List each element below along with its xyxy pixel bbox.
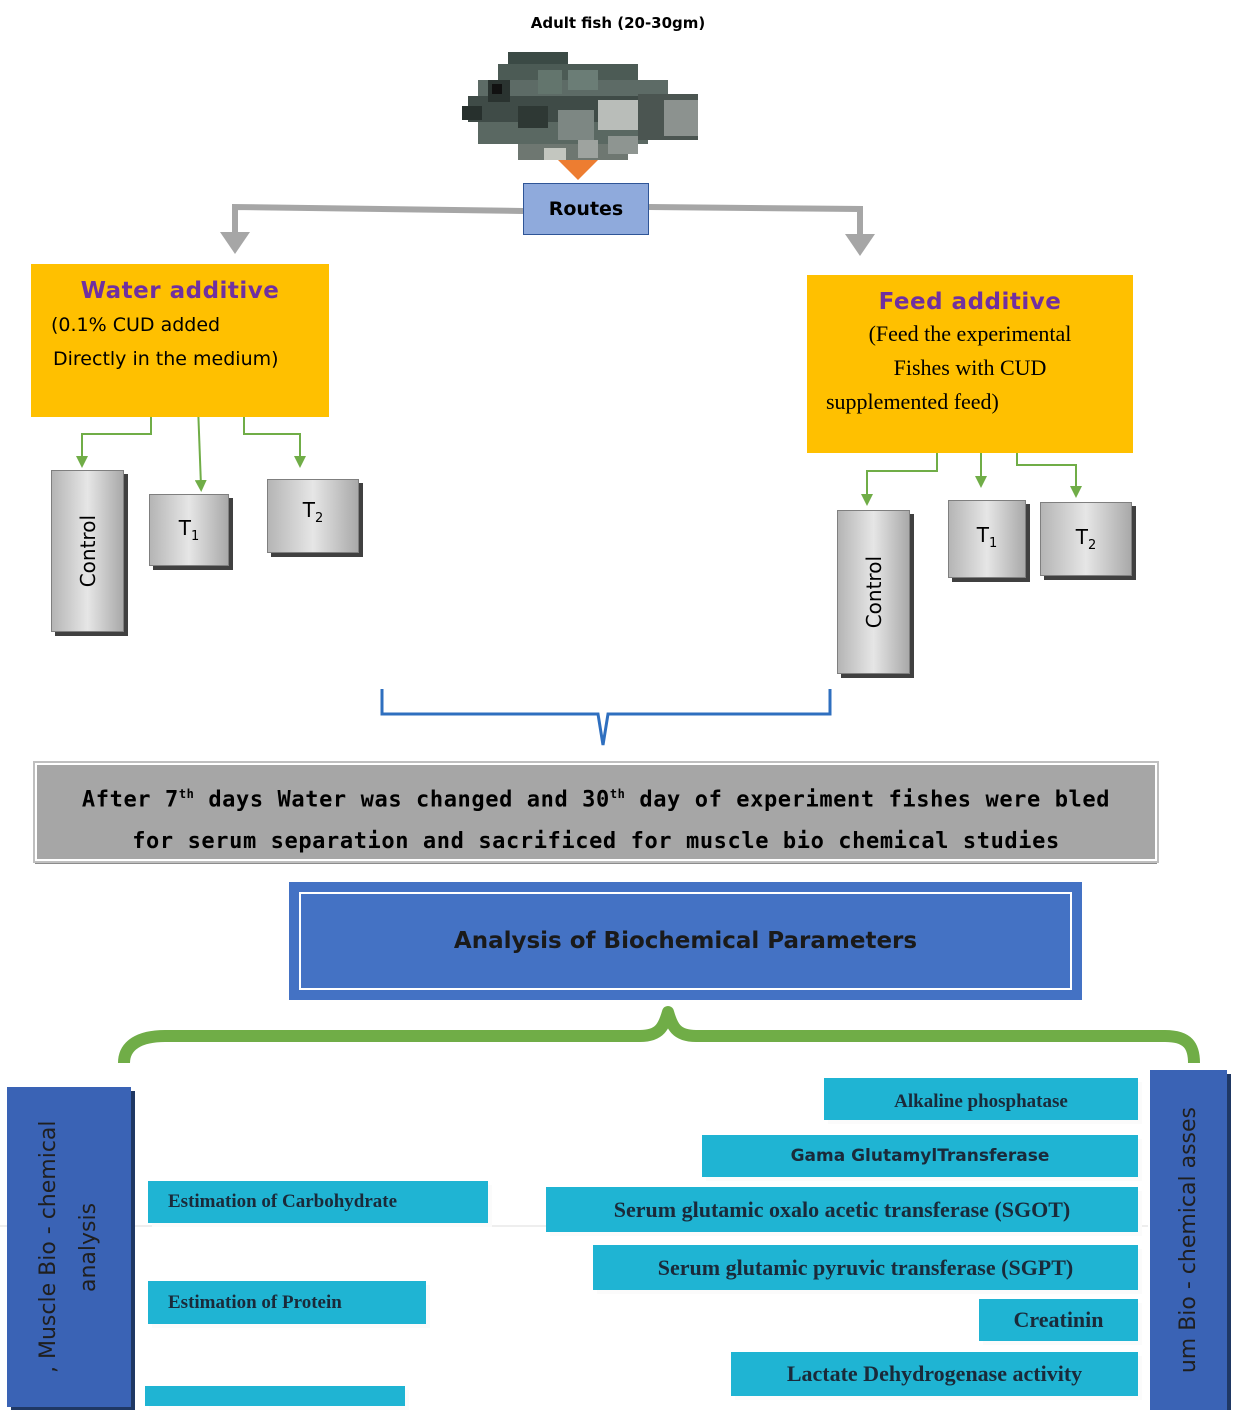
serum-item-creatinin: Creatinin (979, 1299, 1138, 1341)
feed-t1-label: T (976, 523, 989, 547)
serum-item-ggt: Gama GlutamylTransferase (702, 1135, 1138, 1177)
muscle-item-carbohydrate: Estimation of Carbohydrate (148, 1181, 488, 1223)
feed-additive-box: Feed additive (Feed the experimental Fis… (807, 275, 1133, 453)
blue-brace (380, 689, 832, 746)
serum-item-sgpt: Serum glutamic pyruvic transferase (SGPT… (593, 1245, 1138, 1290)
serum-item-alkaline-phosphatase: Alkaline phosphatase (824, 1078, 1138, 1120)
gray-arrowhead-right (845, 234, 875, 256)
serum-item-ldh: Lactate Dehydrogenase activity (731, 1352, 1138, 1396)
water-additive-line1: (0.1% CUD added (51, 314, 221, 336)
fish-image (458, 40, 702, 166)
water-t2-label: T (302, 498, 315, 522)
feed-control-box: Control (837, 510, 910, 674)
serum-side-label: um Bio - chemical asses (1175, 1106, 1201, 1374)
water-additive-box: Water additive (0.1% CUD added Directly … (31, 264, 329, 417)
feed-control-label: Control (861, 555, 886, 629)
water-t2-subscript: 2 (314, 511, 324, 526)
water-t2-box: T2 (267, 479, 359, 553)
procedure-line1: After 7th days Water was changed and 30t… (81, 787, 1111, 813)
water-additive-line2: Directly in the medium) (53, 348, 279, 370)
water-t1-box: T1 (149, 494, 229, 566)
water-control-box: Control (51, 470, 124, 632)
routes-box: Routes (523, 183, 649, 235)
water-t1-subscript: 1 (190, 529, 200, 544)
feed-additive-line2: Fishes with CUD (893, 355, 1047, 380)
feed-t1-box: T1 (948, 500, 1026, 578)
feed-t2-subscript: 2 (1087, 538, 1097, 553)
muscle-side-line2: analysis (76, 1202, 101, 1292)
feed-additive-line3: supplemented feed) (826, 389, 999, 414)
gray-route-connectors (220, 203, 875, 256)
feed-t1-subscript: 1 (988, 536, 998, 551)
gray-arrowhead-left (220, 232, 250, 254)
water-control-label: Control (75, 514, 100, 588)
analysis-title: Analysis of Biochemical Parameters (299, 892, 1072, 990)
procedure-line2: for serum separation and sacrificed for … (132, 829, 1060, 855)
feed-t2-label: T (1075, 525, 1088, 549)
feed-additive-heading: Feed additive (878, 289, 1062, 315)
feed-t2-box: T2 (1040, 502, 1132, 576)
muscle-side-line1: , Muscle Bio - chemical (36, 1120, 61, 1374)
analysis-box: Analysis of Biochemical Parameters (289, 882, 1082, 1000)
green-brace (118, 1006, 1200, 1064)
water-additive-heading: Water additive (80, 278, 280, 304)
diagram-title: Adult fish (20-30gm) (530, 14, 706, 32)
serum-analysis-side-box: um Bio - chemical asses (1150, 1070, 1227, 1410)
muscle-item-partial (145, 1386, 405, 1406)
feed-additive-line1: (Feed the experimental (868, 321, 1072, 346)
procedure-box: After 7th days Water was changed and 30t… (33, 761, 1159, 863)
water-t1-label: T (178, 516, 191, 540)
serum-item-sgot: Serum glutamic oxalo acetic transferase … (546, 1187, 1138, 1232)
muscle-item-protein: Estimation of Protein (148, 1281, 426, 1324)
muscle-analysis-side-box: , Muscle Bio - chemical analysis (7, 1087, 131, 1407)
